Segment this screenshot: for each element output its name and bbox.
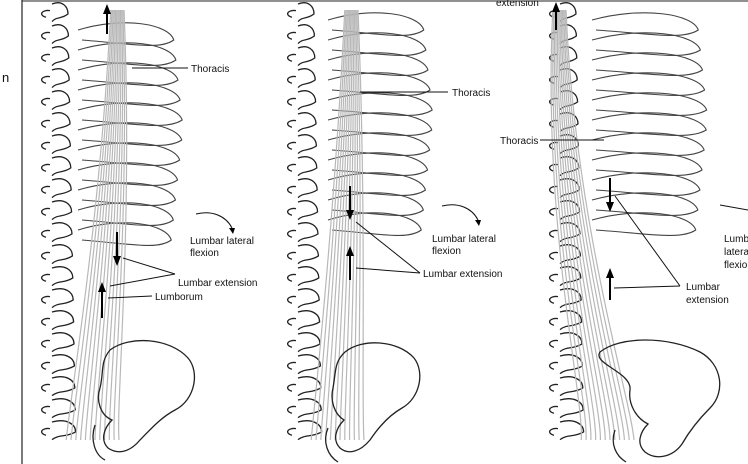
- right-extension-label-2: extension: [686, 295, 729, 306]
- left-lumborum-label: Lumborum: [155, 292, 203, 303]
- left-lateral-flexion-label-2: flexion: [190, 248, 219, 259]
- right-lateral-flexion-label-2: latera: [724, 247, 748, 258]
- left-extension-label: Lumbar extension: [178, 278, 258, 289]
- right-extension-label-1: Lumbar: [686, 282, 721, 293]
- left-thoracis-label: Thoracis: [191, 64, 229, 75]
- middle-lateral-flexion-label-2: flexion: [432, 246, 461, 257]
- left-lateral-flexion-label-1: Lumbar lateral: [190, 236, 254, 247]
- middle-lateral-flexion-label-1: Lumbar lateral: [432, 234, 496, 245]
- middle-extension-label: Lumbar extension: [423, 269, 503, 280]
- right-thoracis-label: Thoracis: [500, 136, 538, 147]
- middle-thoracis-label: Thoracis: [452, 88, 490, 99]
- right-top-cut-label: extension: [496, 0, 539, 9]
- right-lateral-flexion-label-1: Lumb: [724, 234, 748, 245]
- right-lateral-flexion-label-3: flexio: [724, 260, 748, 271]
- edge-fragment-label: n: [2, 70, 9, 85]
